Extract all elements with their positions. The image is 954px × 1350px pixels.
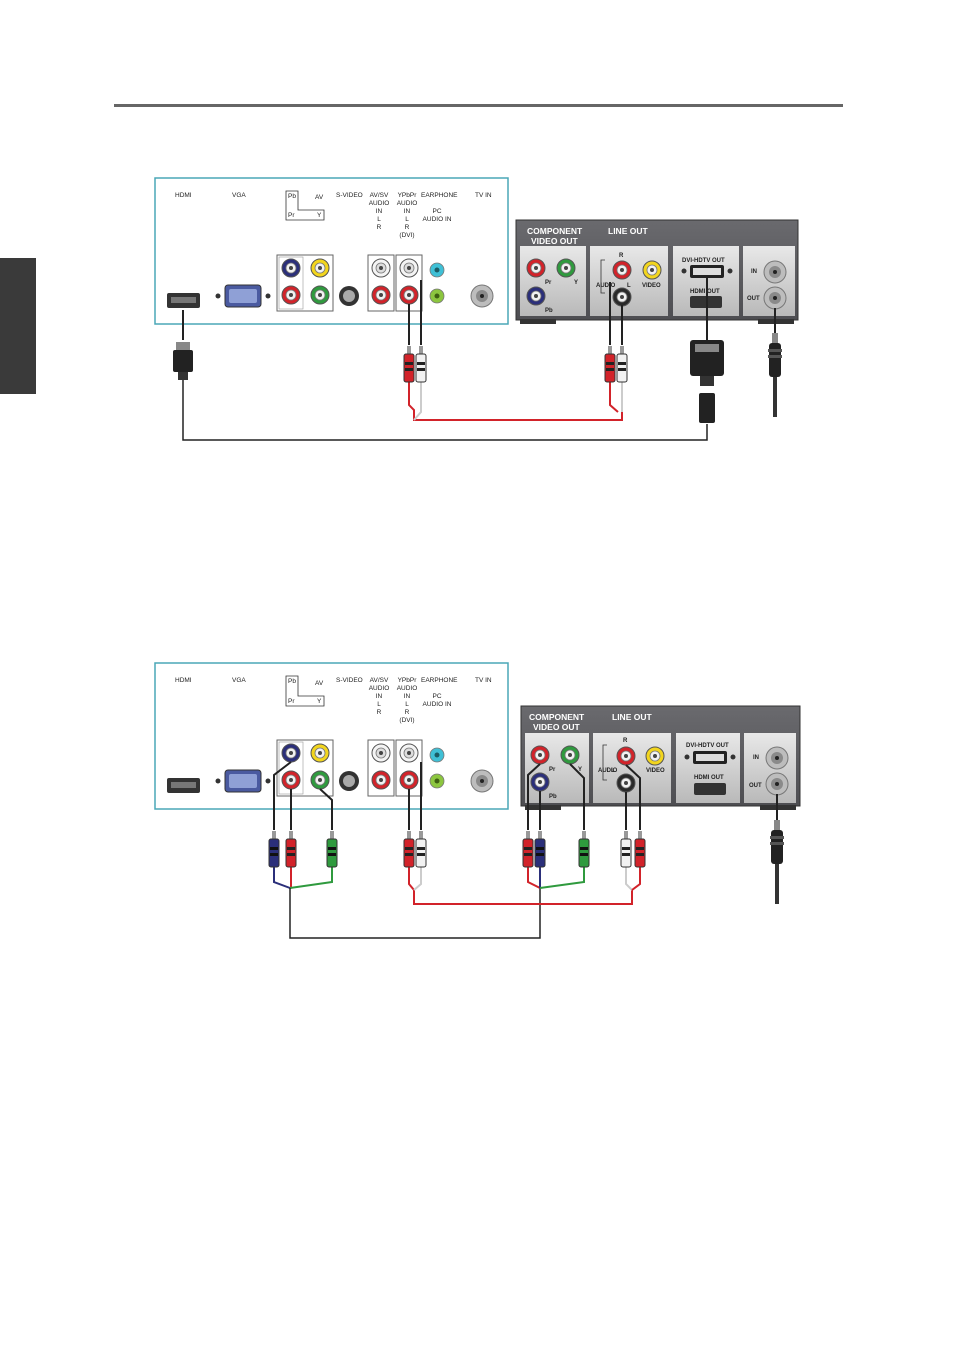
- svg-text:IN: IN: [376, 693, 383, 700]
- label-pr: Pr: [288, 212, 295, 219]
- tv-rear-panel: [154, 177, 509, 325]
- svg-text:(DVI): (DVI): [399, 717, 414, 724]
- figure-2: HDMI VGA Pb Pr Y AV S-VIDEO AV/SV AUDIO …: [154, 662, 801, 939]
- label-av: AV: [315, 194, 324, 201]
- label-hdmi-out: HDMI OUT: [690, 289, 720, 295]
- label-avsv: AV/SV: [370, 192, 389, 199]
- svg-text:L: L: [405, 701, 409, 708]
- svg-text:R: R: [405, 709, 410, 716]
- svg-text:VIDEO OUT: VIDEO OUT: [531, 236, 579, 246]
- svg-text:AUDIO: AUDIO: [397, 685, 418, 692]
- section-tab: [0, 258, 36, 394]
- svg-text:Pr: Pr: [549, 767, 556, 773]
- svg-text:Pb: Pb: [288, 678, 296, 685]
- svg-text:HDMI OUT: HDMI OUT: [694, 775, 724, 781]
- svg-text:TV IN: TV IN: [475, 677, 492, 684]
- svg-text:AUDIO: AUDIO: [397, 200, 418, 207]
- svg-text:IN: IN: [404, 208, 411, 215]
- svg-text:AUDIO IN: AUDIO IN: [423, 216, 452, 223]
- svg-text:DVI-HDTV OUT: DVI-HDTV OUT: [686, 743, 729, 749]
- label-vga: VGA: [232, 192, 246, 199]
- tv-rear-panel-2: [154, 662, 509, 810]
- svg-text:OUT: OUT: [747, 296, 760, 302]
- svg-text:R: R: [619, 253, 624, 259]
- label-dvi-out: DVI-HDTV OUT: [682, 258, 725, 264]
- label-y: Y: [317, 212, 322, 219]
- svg-text:PC: PC: [432, 693, 441, 700]
- svg-text:COMPONENT: COMPONENT: [529, 712, 585, 722]
- svg-text:IN: IN: [753, 755, 759, 761]
- svg-text:L: L: [377, 216, 381, 223]
- svg-text:VGA: VGA: [232, 677, 246, 684]
- svg-text:VIDEO: VIDEO: [642, 283, 661, 289]
- figure-1: HDMI VGA Pb Pr Y AV S-VIDEO AV/SV AUDIO …: [154, 177, 799, 441]
- svg-text:AV: AV: [315, 680, 324, 687]
- svg-text:VIDEO OUT: VIDEO OUT: [533, 722, 581, 732]
- label-component: COMPONENT: [527, 226, 583, 236]
- header-rule: [114, 104, 843, 107]
- svg-text:Y: Y: [574, 280, 578, 286]
- svg-text:IN: IN: [751, 269, 757, 275]
- hdmi-cable-plug: [173, 350, 193, 372]
- label-svideo: S-VIDEO: [336, 192, 363, 199]
- svg-text:AV/SV: AV/SV: [370, 677, 389, 684]
- svg-text:R: R: [377, 224, 382, 231]
- label-hdmi: HDMI: [175, 192, 192, 199]
- svg-text:EARPHONE: EARPHONE: [421, 677, 458, 684]
- svg-text:L: L: [405, 216, 409, 223]
- svg-text:AUDIO: AUDIO: [596, 283, 616, 289]
- label-earphone: EARPHONE: [421, 192, 458, 199]
- label-ypbpr: YPbPr: [398, 192, 418, 199]
- label-pb: Pb: [288, 193, 296, 200]
- svg-text:YPbPr: YPbPr: [398, 677, 418, 684]
- svg-text:(DVI): (DVI): [399, 232, 414, 239]
- svg-text:L: L: [627, 283, 631, 289]
- label-line-out: LINE OUT: [608, 226, 648, 236]
- svg-text:AUDIO: AUDIO: [598, 768, 618, 774]
- label-tv-in: TV IN: [475, 192, 492, 199]
- svg-text:Y: Y: [317, 698, 322, 705]
- svg-text:AUDIO: AUDIO: [369, 685, 390, 692]
- svg-text:HDMI: HDMI: [175, 677, 192, 684]
- svg-text:LINE OUT: LINE OUT: [612, 712, 652, 722]
- svg-text:S-VIDEO: S-VIDEO: [336, 677, 363, 684]
- svg-text:IN: IN: [404, 693, 411, 700]
- svg-text:R: R: [405, 224, 410, 231]
- svg-text:Y: Y: [578, 767, 582, 773]
- svg-text:L: L: [611, 768, 615, 774]
- svg-text:Pb: Pb: [545, 308, 553, 314]
- svg-text:L: L: [377, 701, 381, 708]
- svg-text:AUDIO IN: AUDIO IN: [423, 701, 452, 708]
- svg-text:Pr: Pr: [545, 280, 552, 286]
- svg-text:R: R: [377, 709, 382, 716]
- svg-text:VIDEO: VIDEO: [646, 768, 665, 774]
- svg-text:IN: IN: [376, 208, 383, 215]
- label-pc-audio: PC: [432, 208, 441, 215]
- svg-text:Pb: Pb: [549, 794, 557, 800]
- svg-text:OUT: OUT: [749, 783, 762, 789]
- svg-text:Pr: Pr: [288, 698, 295, 705]
- svg-text:AUDIO: AUDIO: [369, 200, 390, 207]
- svg-text:R: R: [623, 738, 628, 744]
